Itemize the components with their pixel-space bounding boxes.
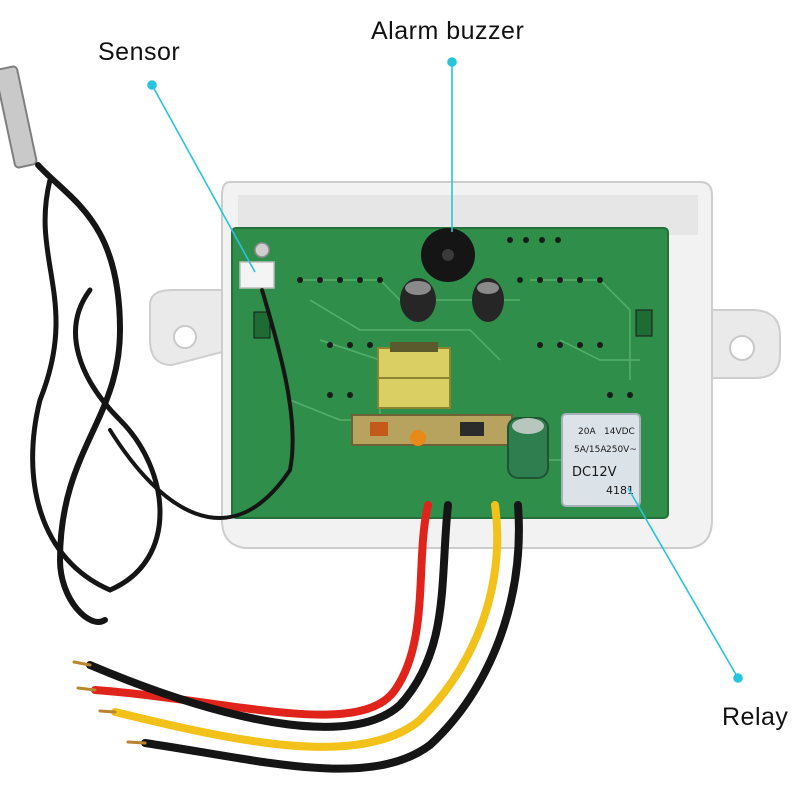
jumper-pads	[635, 309, 653, 337]
relay-marking-5: DC12V	[572, 465, 617, 480]
relay: 20A 14VDC 5A/15A 250V~ DC12V 4181	[561, 413, 641, 507]
output-wires	[72, 501, 523, 773]
sensor-pads	[253, 311, 271, 339]
callout-pointers	[147, 57, 743, 683]
wire-yellow	[111, 501, 502, 751]
sensor-module-board	[351, 414, 513, 446]
relay-marking-2: 14VDC	[604, 427, 635, 437]
relay-pointer-line	[627, 487, 739, 679]
relay-marking-4: 250V~	[606, 445, 637, 455]
wire-ends	[72, 660, 147, 745]
sensor-probe-tip	[0, 65, 38, 169]
pcb-solder-points	[297, 237, 633, 398]
capacitors	[400, 278, 504, 322]
sensor-label: Sensor	[98, 38, 181, 66]
relay-case	[561, 413, 641, 507]
mounting-hole-right	[729, 335, 755, 361]
sensor-cable-lead	[108, 288, 295, 520]
temperature-sensor	[0, 65, 295, 625]
filter-capacitor	[507, 417, 549, 479]
alarm-buzzer	[421, 228, 475, 282]
buzzer-pointer-dot	[447, 57, 457, 67]
mounting-hole-left	[173, 325, 197, 349]
alarm-buzzer-label: Alarm buzzer	[371, 17, 525, 45]
wire-black-1	[86, 501, 452, 731]
sensor-cable-coil-2	[30, 177, 163, 593]
wire-black-2	[141, 501, 523, 773]
sensor-pointer-dot	[147, 80, 157, 90]
relay-marking-1: 20A	[578, 427, 596, 437]
sensor-connector	[239, 242, 275, 289]
relay-marking-3: 5A/15A	[574, 445, 607, 455]
sensor-pointer-line	[151, 84, 256, 273]
relay-marking-6: 4181	[606, 484, 634, 497]
screw	[254, 242, 270, 258]
sensor-cable-coil-1	[35, 162, 124, 625]
relay-label: Relay	[722, 703, 789, 731]
transformer	[377, 342, 451, 409]
relay-pointer-dot	[733, 673, 743, 683]
